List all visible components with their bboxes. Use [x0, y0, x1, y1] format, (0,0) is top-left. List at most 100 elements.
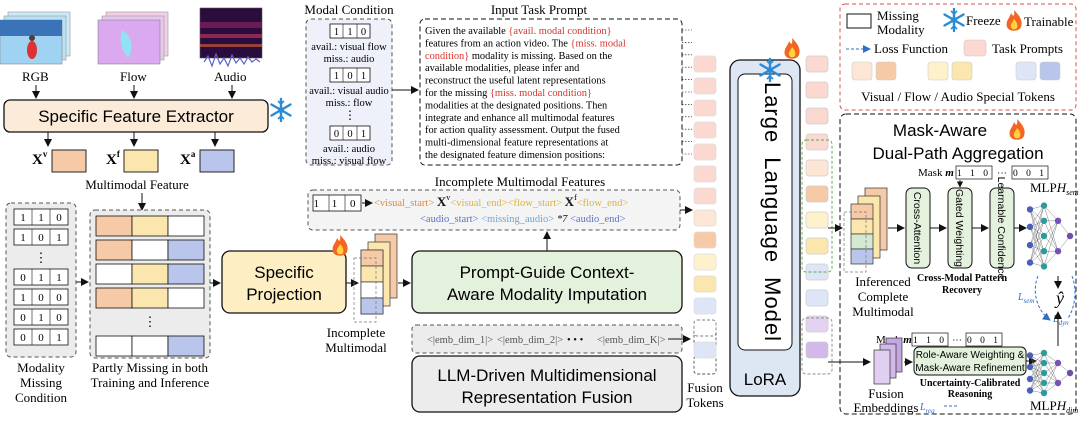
prompt-line: integrate and enhance all multimodal fea…	[425, 113, 615, 124]
input-token	[693, 143, 717, 161]
mlp-node	[1040, 389, 1048, 397]
mlp-node	[1066, 232, 1074, 240]
modal-condition-title: Modal Condition	[304, 2, 394, 17]
svg-text:<|emb_dim_K|>: <|emb_dim_K|>	[597, 335, 666, 346]
svg-text:0: 0	[38, 292, 44, 304]
incomplete-multimodal-caption-2: Multimodal	[325, 340, 387, 355]
output-token	[805, 185, 829, 203]
svg-text:Mask-Aware Refinement: Mask-Aware Refinement	[915, 363, 1025, 374]
rgb-label: RGB	[22, 69, 49, 84]
output-token	[805, 237, 829, 255]
svg-text:Mask-Aware: Mask-Aware	[893, 121, 987, 140]
input-token	[693, 99, 717, 117]
prompt-line: multi-dimensional feature representation…	[425, 138, 608, 149]
svg-text:1: 1	[334, 71, 339, 82]
svg-text:LoRA: LoRA	[744, 370, 787, 389]
prompt-guided-imputation: Prompt-Guide Context- Aware Modality Imp…	[411, 250, 683, 314]
partly-missing-grid: ⋮	[89, 209, 211, 359]
mlp-node	[1026, 363, 1034, 371]
cross-modal-caption-2: Recovery	[942, 285, 982, 296]
input-token	[693, 253, 717, 271]
svg-text:1: 1	[334, 27, 339, 38]
trainable-icon-projection	[332, 235, 348, 256]
incomplete-multimodal-caption-1: Incomplete	[327, 325, 386, 340]
svg-text:Aware Modality Imputation: Aware Modality Imputation	[447, 285, 647, 304]
svg-text:LLM-Driven Multidimensional: LLM-Driven Multidimensional	[437, 366, 656, 385]
svg-text:0: 0	[20, 332, 26, 344]
svg-text:1: 1	[20, 232, 26, 244]
fusion-token-2	[693, 355, 717, 375]
gated-weighting-block: Gated Weighting	[947, 187, 973, 269]
svg-text:1: 1	[56, 272, 62, 284]
specific-feature-extractor: Specific Feature Extractor	[3, 99, 269, 133]
grid-row	[95, 215, 205, 237]
visual-feature-box	[51, 149, 87, 173]
mmc-caption-1: Modality	[17, 360, 65, 375]
flow-thumbnail	[97, 11, 169, 65]
output-token	[805, 315, 829, 333]
svg-text:0: 0	[20, 272, 26, 284]
prompt-line: modalities at the designated positions. …	[425, 100, 608, 111]
fusion-embeddings-caption-1: Fusion	[868, 386, 904, 401]
imputed-token-group	[801, 139, 833, 273]
svg-text:0: 0	[20, 312, 26, 324]
mlp-node	[1026, 375, 1034, 383]
svg-text:0: 0	[56, 312, 62, 324]
mlp-node	[1026, 223, 1034, 231]
output-token	[805, 55, 829, 73]
flow-label: Flow	[120, 69, 147, 84]
svg-text:Specific: Specific	[254, 263, 314, 282]
svg-text:Missing: Missing	[877, 8, 919, 23]
svg-text:1: 1	[20, 292, 26, 304]
svg-text:Dual-Path Aggregation: Dual-Path Aggregation	[872, 144, 1043, 163]
mlp-node	[1040, 202, 1048, 209]
svg-text:Loss Function: Loss Function	[874, 41, 949, 56]
mlp-dim-network	[1026, 349, 1074, 397]
svg-text:1: 1	[20, 212, 26, 224]
output-token	[805, 211, 829, 229]
svg-text:avail.: visual audio: avail.: visual audio	[309, 86, 389, 97]
svg-text:0: 0	[38, 332, 44, 344]
output-token	[805, 341, 829, 359]
svg-text:Gated Weighting: Gated Weighting	[953, 189, 965, 267]
prompt-line: for the missing {miss. modal condition}	[425, 88, 592, 99]
svg-text:Learnable Confidence: Learnable Confidence	[995, 177, 1007, 280]
input-token	[693, 319, 717, 337]
svg-text:1 1 0: 1 1 0	[314, 198, 361, 210]
mask-label-top: Mask m	[918, 167, 954, 179]
output-token	[805, 133, 829, 151]
audio-feature-box	[199, 149, 235, 173]
modal-condition-dots: ⋮	[344, 108, 356, 122]
loss-reg: Lreg	[919, 402, 935, 415]
fusion-embeddings-stack	[873, 337, 903, 385]
svg-text:Visual / Flow / Audio Special: Visual / Flow / Audio Special Tokens	[861, 89, 1055, 104]
grid-row	[95, 335, 205, 357]
mlp-sem-label: MLPHsem	[1030, 180, 1079, 197]
input-token	[693, 55, 717, 73]
svg-text:miss.: visual flow: miss.: visual flow	[312, 156, 387, 167]
specific-projection: Specific Projection	[221, 250, 347, 314]
incomplete-features-title: Incomplete Multimodal Features	[435, 174, 605, 189]
feature-xa-symbol: Xa	[180, 149, 196, 168]
mask-bottom: 1 1 0 ⋯ 0 0 1	[911, 332, 1003, 347]
input-token	[693, 121, 717, 139]
svg-text:<visual_start> Xv<visual: <visual_start> Xv<visual_end><flow_start…	[374, 193, 628, 209]
svg-text:1: 1	[361, 129, 366, 140]
svg-text:Modality: Modality	[877, 22, 925, 37]
input-token	[693, 275, 717, 293]
prompt-line: features from an action video. The {miss…	[425, 38, 626, 49]
large-language-model: LargeLanguageModel LoRA	[729, 59, 801, 397]
grid-row-dots: ⋮	[144, 314, 157, 329]
mlp-node	[1040, 349, 1048, 357]
output-token	[805, 289, 829, 307]
trainable-icon-lora	[784, 38, 800, 59]
mlp-node	[1040, 263, 1048, 270]
loss-dyn: Ldyn	[1052, 314, 1069, 327]
fusion-tokens-caption-1: Fusion	[687, 380, 723, 395]
